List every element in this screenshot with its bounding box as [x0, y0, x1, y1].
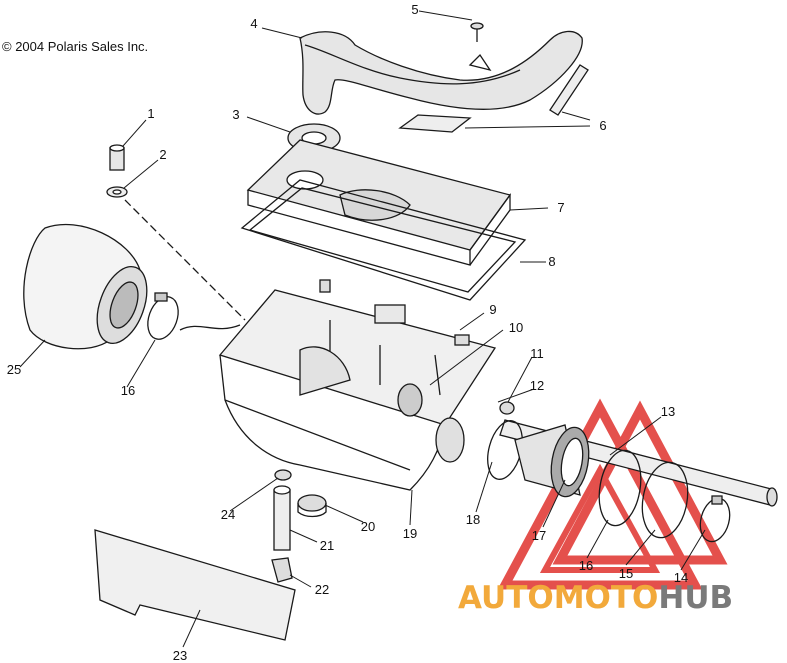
callout-5: 5 [411, 2, 419, 17]
hose-clamp-left-part [147, 292, 179, 340]
callout-6: 6 [599, 118, 607, 133]
guide-line [124, 199, 246, 321]
guide-line-2 [179, 324, 241, 331]
airbox-body-part [218, 279, 497, 491]
lid-gasket-part [240, 179, 527, 301]
grommet-small-part [297, 494, 327, 518]
callout-23: 23 [172, 648, 188, 663]
washer-part [106, 186, 128, 198]
callout-2: 2 [159, 147, 167, 162]
callout-14: 14 [673, 570, 689, 585]
callout-7: 7 [557, 200, 565, 215]
drain-clamp-part [274, 469, 292, 481]
callout-18: 18 [465, 512, 481, 527]
intake-duct-part [299, 30, 583, 115]
callout-16-left: 16 [120, 383, 136, 398]
callout-15: 15 [618, 566, 634, 581]
bolt-part [109, 144, 125, 171]
watermark-text: AUTOMOTOHUB [458, 580, 733, 616]
plug-part [499, 401, 515, 415]
callout-20: 20 [360, 519, 376, 534]
callout-25: 25 [6, 362, 22, 377]
ring-15-part [641, 461, 689, 539]
watermark-part-2: HUB [658, 580, 734, 616]
airbox-lid-part [246, 139, 512, 266]
callout-11: 11 [530, 346, 544, 361]
callout-1: 1 [147, 106, 155, 121]
hose-clamp-right-part [699, 495, 731, 543]
pad-part [94, 529, 296, 641]
callout-13: 13 [660, 404, 676, 419]
leader-lines [19, 10, 706, 648]
copyright-text: © 2004 Polaris Sales Inc. [2, 39, 149, 54]
callout-21: 21 [319, 538, 335, 553]
screw-part [470, 22, 484, 42]
callout-8: 8 [548, 254, 556, 269]
callout-24: 24 [220, 507, 236, 522]
callout-9: 9 [489, 302, 497, 317]
callout-19: 19 [402, 526, 418, 541]
callout-16-right: 16 [578, 558, 594, 573]
drain-hose-part [273, 485, 291, 551]
callout-4: 4 [250, 16, 258, 31]
filter-pad-part [398, 64, 589, 133]
callout-10: 10 [508, 320, 524, 335]
callout-12: 12 [529, 378, 545, 393]
callout-22: 22 [314, 582, 330, 597]
intake-boot-part [514, 424, 590, 498]
air-filter-part [23, 223, 148, 350]
callout-3: 3 [232, 107, 240, 122]
watermark-part-1: AUTOMOTO [458, 580, 659, 616]
callout-17: 17 [531, 528, 547, 543]
ring-16-part [598, 449, 642, 527]
drain-plug-part [271, 557, 293, 583]
